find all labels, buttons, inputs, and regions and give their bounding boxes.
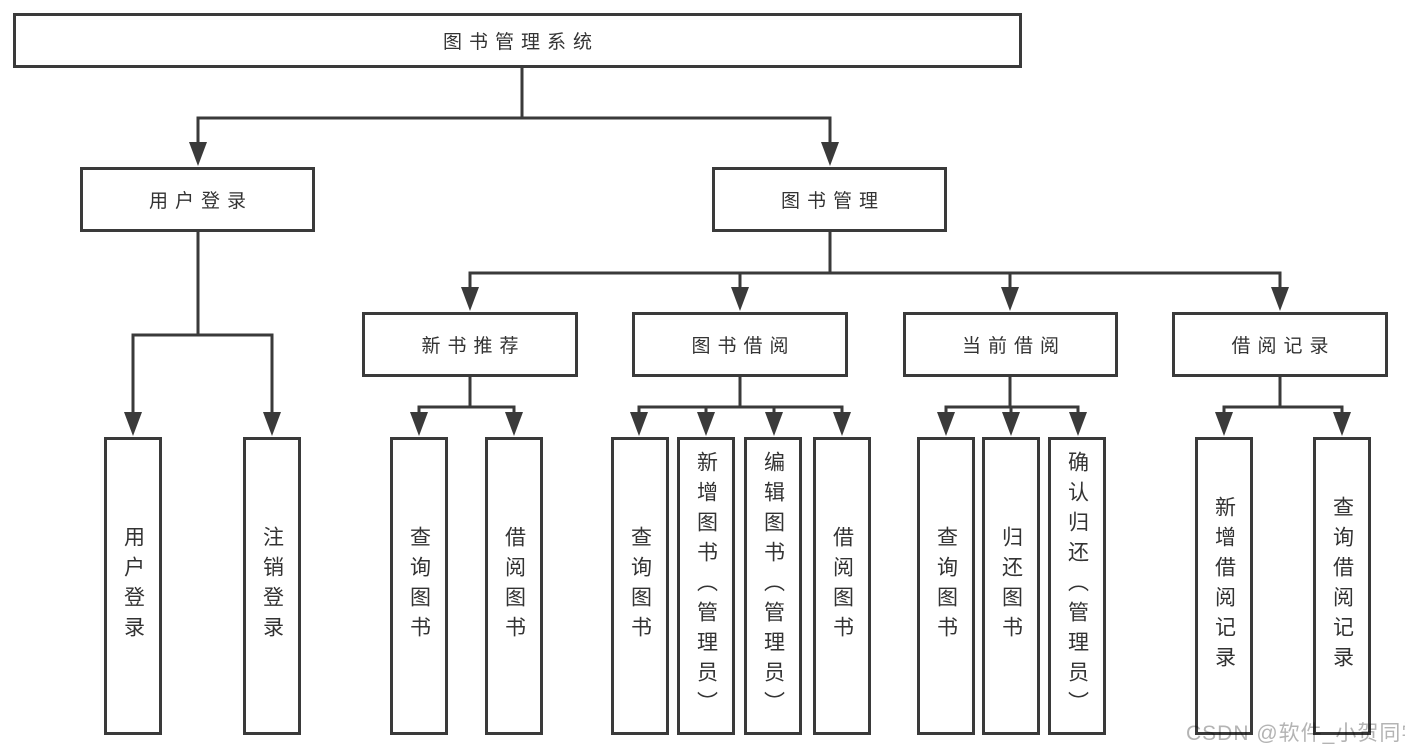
leaf-logout-label: 注销登录 <box>260 526 284 646</box>
arrowhead <box>410 412 428 436</box>
node-current-borrowing: 当前借阅 <box>903 312 1118 377</box>
leaf-query-books-current: 查询图书 <box>917 437 975 735</box>
arrowhead <box>937 412 955 436</box>
leaf-query-books-current-label: 查询图书 <box>934 526 958 646</box>
leaf-borrow-books-recommend: 借阅图书 <box>485 437 543 735</box>
node-user-login: 用户登录 <box>80 167 315 232</box>
node-book-borrowing-label: 图书借阅 <box>691 336 796 357</box>
node-root: 图书管理系统 <box>13 13 1022 68</box>
arrowhead <box>1215 412 1233 436</box>
leaf-query-books-borrowing: 查询图书 <box>611 437 669 735</box>
node-borrowing-records-label: 借阅记录 <box>1231 336 1336 357</box>
leaf-add-borrow-record: 新增借阅记录 <box>1195 437 1253 735</box>
leaf-borrow-books-borrowing: 借阅图书 <box>813 437 871 735</box>
leaf-edit-book-admin: 编辑图书（管理员） <box>744 437 802 735</box>
node-current-borrowing-label: 当前借阅 <box>961 336 1066 357</box>
leaf-confirm-return-admin-label: 确认归还（管理员） <box>1065 451 1089 721</box>
leaf-query-borrow-record-label: 查询借阅记录 <box>1330 496 1354 676</box>
arrowhead <box>630 412 648 436</box>
arrowhead <box>833 412 851 436</box>
arrowhead <box>697 412 715 436</box>
leaf-logout: 注销登录 <box>243 437 301 735</box>
leaf-confirm-return-admin: 确认归还（管理员） <box>1048 437 1106 735</box>
leaf-add-borrow-record-label: 新增借阅记录 <box>1212 496 1236 676</box>
arrowhead <box>1069 412 1087 436</box>
arrowhead <box>1002 412 1020 436</box>
leaf-add-book-admin-label: 新增图书（管理员） <box>694 451 718 721</box>
leaf-query-borrow-record: 查询借阅记录 <box>1313 437 1371 735</box>
leaf-edit-book-admin-label: 编辑图书（管理员） <box>761 451 785 721</box>
leaf-return-books-label: 归还图书 <box>999 526 1023 646</box>
node-borrowing-records: 借阅记录 <box>1172 312 1388 377</box>
leaf-query-books-borrowing-label: 查询图书 <box>628 526 652 646</box>
leaf-borrow-books-recommend-label: 借阅图书 <box>502 526 526 646</box>
node-new-book-recommend: 新书推荐 <box>362 312 578 377</box>
arrowhead <box>124 412 142 436</box>
node-user-login-label: 用户登录 <box>148 191 253 212</box>
leaf-add-book-admin: 新增图书（管理员） <box>677 437 735 735</box>
arrowhead <box>505 412 523 436</box>
leaf-borrow-books-borrowing-label: 借阅图书 <box>830 526 854 646</box>
arrowhead <box>1271 287 1289 311</box>
leaf-user-login-label: 用户登录 <box>121 526 145 646</box>
arrowhead <box>765 412 783 436</box>
arrowhead <box>461 287 479 311</box>
arrowhead <box>821 142 839 166</box>
connector-arrowheads <box>124 142 1351 436</box>
leaf-query-books-recommend: 查询图书 <box>390 437 448 735</box>
arrowhead <box>1333 412 1351 436</box>
leaf-query-books-recommend-label: 查询图书 <box>407 526 431 646</box>
leaf-return-books: 归还图书 <box>982 437 1040 735</box>
node-book-borrowing: 图书借阅 <box>632 312 848 377</box>
node-book-management: 图书管理 <box>712 167 947 232</box>
watermark: CSDN @软件_小贺同学 <box>1186 722 1405 745</box>
arrowhead <box>189 142 207 166</box>
node-root-label: 图书管理系统 <box>442 32 599 53</box>
arrowhead <box>263 412 281 436</box>
node-new-book-recommend-label: 新书推荐 <box>421 336 526 357</box>
arrowhead <box>1001 287 1019 311</box>
arrowhead <box>731 287 749 311</box>
node-book-management-label: 图书管理 <box>780 191 885 212</box>
leaf-user-login: 用户登录 <box>104 437 162 735</box>
